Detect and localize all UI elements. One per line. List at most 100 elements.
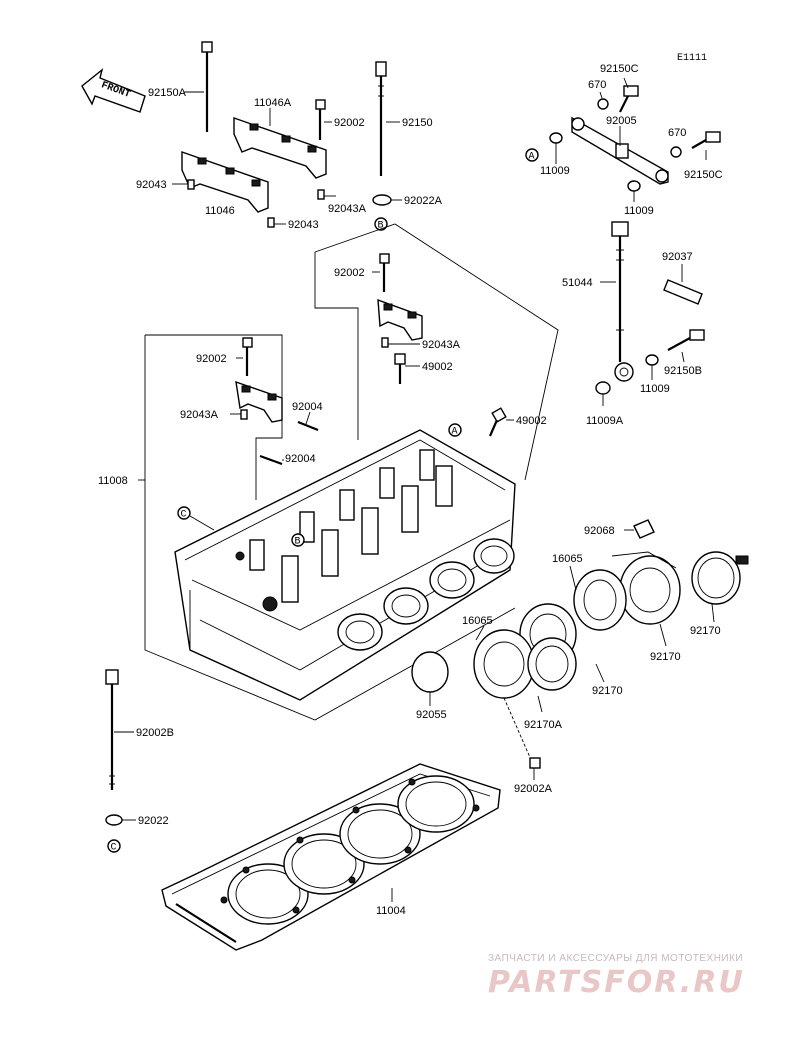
oil-pipe-bolt-92150: [375, 61, 387, 176]
oil-pipe-51044: [611, 221, 634, 382]
callout-11009A: 11009A: [586, 415, 624, 427]
callout-11046A: 11046A: [254, 97, 292, 109]
callout-11009-c: 11009: [640, 383, 670, 395]
plug-49002-a: [394, 353, 406, 384]
washer-92022A: [372, 194, 392, 206]
clamp-92170-a: [691, 551, 749, 605]
washer-11009-a: [549, 132, 563, 144]
callout-92002A: 92002A: [514, 783, 553, 795]
callout-92043A-a: 92043A: [328, 203, 367, 215]
dowel-92043A-c: [240, 409, 248, 420]
holder-16065-a: [573, 551, 681, 631]
callout-92002B: 92002B: [136, 727, 174, 739]
cam-cap-11046A: [233, 117, 327, 179]
bolt-92002-c: [242, 337, 253, 376]
callout-92043A-b: 92043A: [422, 339, 461, 351]
washer-11009-b: [627, 180, 641, 192]
callout-670-b: 670: [668, 127, 686, 139]
bolt-92150B: [667, 329, 705, 351]
callout-92022A: 92022A: [404, 195, 443, 207]
bolt-92150C-a: [619, 85, 639, 113]
washer-92022: [105, 814, 123, 826]
stud-92004-b: [259, 454, 283, 466]
svg-text:B: B: [295, 537, 301, 548]
callout-49002-b: 49002: [516, 415, 547, 427]
dowel-92043-a: [187, 179, 195, 190]
callout-92150A: 92150A: [148, 87, 187, 99]
callout-11008: 11008: [98, 475, 128, 487]
callout-92005: 92005: [606, 115, 637, 127]
bolt-92002A: [529, 757, 541, 769]
bolt-92002-a: [315, 99, 326, 140]
cam-cap-11046: [181, 151, 269, 213]
bolt-92002B: [105, 669, 119, 790]
marker-C-head: C: [177, 506, 191, 521]
dowel-92043A-b: [381, 337, 389, 348]
diagram-code: E1111: [677, 53, 707, 64]
cam-cap-center: [377, 298, 423, 341]
callout-92150B: 92150B: [664, 365, 702, 377]
dowel-92043-b: [267, 217, 275, 228]
callout-92150: 92150: [402, 117, 433, 129]
callout-92068: 92068: [584, 525, 615, 537]
o-ring-92055: [411, 651, 449, 693]
callout-11009-b: 11009: [624, 205, 654, 217]
group-outline-upper: [314, 223, 559, 481]
callout-92150C-a: 92150C: [600, 63, 639, 75]
washer-11009-c: [645, 354, 659, 366]
callout-92170-b: 92170: [650, 651, 681, 663]
callout-11046: 11046: [205, 205, 235, 217]
holder-16065-b: [473, 603, 577, 699]
callout-51044: 51044: [562, 277, 593, 289]
marker-A-pipe: A: [525, 148, 539, 163]
callout-92002-c: 92002: [196, 353, 227, 365]
callout-92170A: 92170A: [524, 719, 563, 731]
callout-92170-a: 92170: [690, 625, 721, 637]
callout-11009-a: 11009: [540, 165, 570, 177]
bolt-92002-b: [379, 253, 390, 292]
callout-92004-a: 92004: [292, 401, 323, 413]
callout-92043-a: 92043: [136, 179, 167, 191]
callout-92170-c: 92170: [592, 685, 623, 697]
callout-16065-a: 16065: [552, 553, 583, 565]
marker-C-bolt: C: [107, 839, 121, 854]
bolt-92150A: [201, 41, 213, 132]
callout-92002-a: 92002: [334, 117, 365, 129]
callout-92022: 92022: [138, 815, 169, 827]
callout-49002-a: 49002: [422, 361, 453, 373]
plug-49002-b: [488, 407, 507, 437]
cap-92037: [663, 279, 703, 305]
callout-92037: 92037: [662, 251, 693, 263]
callout-670-a: 670: [588, 79, 606, 91]
svg-text:A: A: [452, 427, 458, 438]
dowel-92043A-a: [317, 189, 325, 200]
marker-A-head: A: [448, 423, 462, 438]
watermark-tagline: ЗАПЧАСТИ И АКСЕССУАРЫ ДЛЯ МОТОТЕХНИКИ: [488, 953, 743, 964]
cam-cap-left: [235, 380, 283, 423]
head-gasket-11004: [161, 763, 501, 951]
callout-92043-b: 92043: [288, 219, 319, 231]
marker-B-top: B: [374, 217, 388, 232]
marker-B-head: B: [291, 533, 305, 548]
callout-92055: 92055: [416, 709, 447, 721]
stud-92004-a: [297, 420, 319, 432]
washer-670-a: [597, 98, 609, 110]
front-arrow-icon: FRONT: [81, 68, 146, 113]
callout-11004: 11004: [376, 905, 406, 917]
bolt-92150C-b: [691, 131, 721, 149]
cap-92068: [633, 519, 655, 539]
svg-text:A: A: [529, 152, 535, 163]
callout-92043A-c: 92043A: [180, 409, 219, 421]
callout-92150C-b: 92150C: [684, 169, 723, 181]
svg-text:C: C: [111, 843, 117, 854]
oil-pipe-92005: [571, 116, 669, 185]
callout-92004-b: 92004: [285, 453, 316, 465]
svg-text:B: B: [378, 221, 384, 232]
callout-92002-b: 92002: [334, 267, 365, 279]
washer-11009A: [595, 381, 611, 395]
svg-text:C: C: [181, 510, 187, 521]
callout-16065-b: 16065: [462, 615, 493, 627]
watermark-brand: PARTSFOR.RU: [488, 965, 745, 1000]
